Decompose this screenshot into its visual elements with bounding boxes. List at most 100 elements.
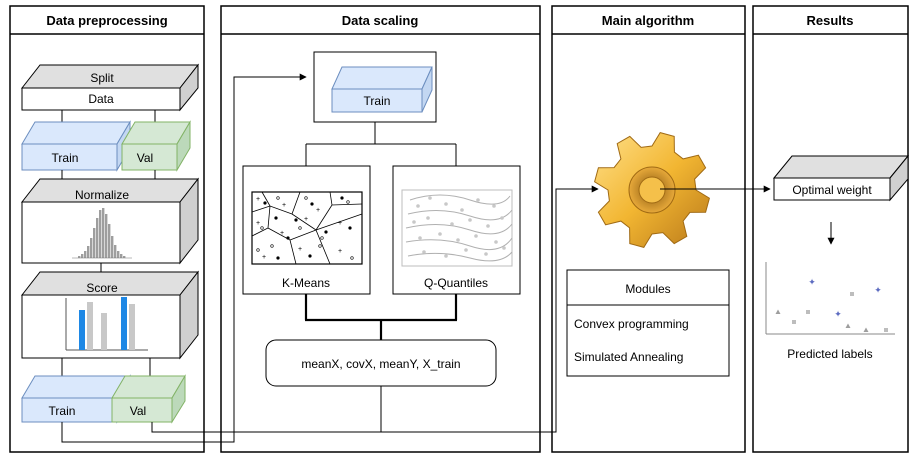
quantile-point [486, 224, 490, 228]
quantile-point [494, 240, 498, 244]
val-label-2: Val [130, 404, 146, 418]
kmeans-point [308, 254, 312, 258]
kmeans-point [263, 201, 267, 205]
score-bar-2 [87, 302, 93, 350]
train-label-2: Train [49, 404, 76, 418]
quantile-point [502, 246, 506, 250]
kmeans-point: + [298, 246, 302, 253]
kmeans-point [318, 244, 322, 248]
score-bar-5 [129, 304, 135, 350]
normalize-label: Normalize [75, 188, 129, 202]
gear-icon [594, 132, 710, 248]
panel-preprocessing: Data preprocessing [9, 5, 205, 453]
kmeans-point [294, 218, 298, 222]
voronoi-lines [251, 191, 363, 265]
kmeans-point: + [280, 230, 284, 237]
connector-train-to-scaling [61, 73, 307, 443]
histogram-bar [111, 236, 114, 258]
quantile-point [428, 196, 432, 200]
panel-scaling: Data scaling [220, 5, 541, 453]
kmeans-point: + [316, 207, 320, 214]
quantile-point [484, 252, 488, 256]
val-box-2: Val [111, 374, 186, 424]
panel-title-algorithm: Main algorithm [602, 13, 694, 28]
optimal-weight-label: Optimal weight [792, 183, 872, 197]
quantile-point [474, 234, 478, 238]
histogram-bar [99, 210, 102, 258]
histogram-bar [108, 224, 111, 258]
histogram-bar [117, 251, 120, 258]
kmeans-point [260, 226, 264, 230]
quantiles-label: Q-Quantiles [424, 276, 488, 290]
kmeans-point: + [282, 202, 286, 209]
predicted-point [845, 323, 851, 328]
score-label: Score [86, 281, 118, 295]
kmeans-point [276, 256, 280, 260]
predicted-labels-caption: Predicted labels [787, 347, 872, 361]
quantile-point [476, 198, 480, 202]
panel-title-preprocessing: Data preprocessing [46, 13, 167, 28]
quantile-point [412, 220, 416, 224]
kmeans-point: + [304, 216, 308, 223]
normalize-histogram [72, 208, 132, 259]
kmeans-point [324, 230, 328, 234]
histogram-bar [93, 228, 96, 258]
panel-algorithm: Main algorithm [551, 5, 746, 453]
quantile-point [492, 204, 496, 208]
predicted-point [850, 292, 854, 296]
kmeans-point: + [256, 220, 260, 227]
scaling-train-label: Train [364, 94, 391, 108]
kmeans-point [270, 244, 274, 248]
split-data-box: Split Data [20, 63, 200, 112]
histogram-bar [78, 256, 81, 258]
predicted-point [775, 309, 781, 314]
quantile-point [444, 202, 448, 206]
scaling-train-box: Train [331, 66, 433, 113]
scaling-outputs-label: meanX, covX, meanY, X_train [301, 357, 460, 371]
kmeans-point [348, 226, 352, 230]
kmeans-label: K-Means [282, 276, 330, 290]
histogram-bar [102, 208, 105, 258]
score-box: Score [20, 270, 200, 360]
scaling-merge-connector [304, 294, 458, 340]
quantile-point [450, 222, 454, 226]
predicted-point: ✦ [874, 285, 882, 295]
kmeans-point [298, 226, 302, 230]
optimal-weight-box: Optimal weight [772, 154, 910, 202]
kmeans-point: + [262, 254, 266, 261]
histogram-bar [96, 218, 99, 258]
val-box-1: Val [121, 120, 191, 172]
kmeans-point [286, 236, 290, 240]
quantile-point [500, 216, 504, 220]
kmeans-point: + [338, 248, 342, 255]
kmeans-point [310, 202, 314, 206]
quantile-point [422, 250, 426, 254]
predicted-point: ✦ [834, 309, 842, 319]
panel-results: Results [752, 5, 909, 453]
predicted-point [792, 320, 796, 324]
histogram-bar [90, 238, 93, 258]
kmeans-point [346, 200, 350, 204]
predicted-points: ✦✦✦ [775, 277, 888, 332]
kmeans-point [256, 248, 260, 252]
connector-val-to-algorithm [151, 185, 599, 433]
quantile-point [418, 236, 422, 240]
histogram-bar [87, 246, 90, 258]
scaling-outputs-box: meanX, covX, meanY, X_train [265, 339, 497, 387]
scaling-split-connector [305, 122, 457, 166]
score-bar-4 [121, 297, 127, 350]
split-label: Split [90, 71, 114, 85]
train-box-1: Train [21, 120, 131, 172]
quantile-point [416, 204, 420, 208]
kmeans-point [274, 216, 278, 220]
modules-title: Modules [625, 282, 670, 296]
val-label-1: Val [137, 151, 153, 165]
kmeans-point [276, 196, 280, 200]
histogram-bar [105, 214, 108, 258]
predicted-point [806, 310, 810, 314]
module-convex: Convex programming [574, 317, 689, 331]
quantile-point [468, 218, 472, 222]
train-label-1: Train [52, 151, 79, 165]
kmeans-point [304, 196, 308, 200]
